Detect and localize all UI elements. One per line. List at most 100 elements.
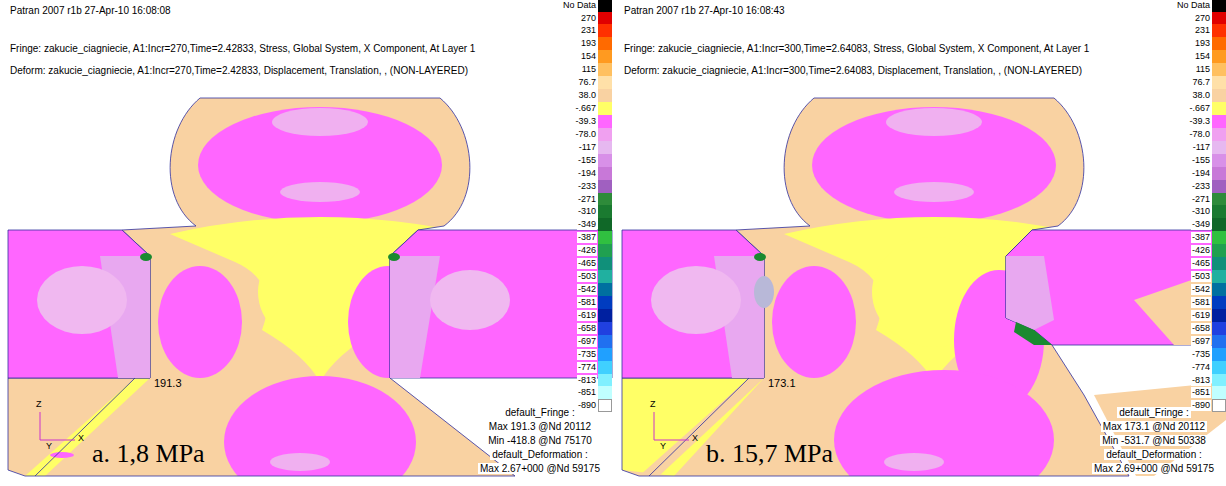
legend-swatch [1212,218,1226,231]
legend-swatch [1212,309,1226,322]
legend-value: -813 [577,375,597,386]
legend-swatch [1212,89,1226,102]
result-summary: Max 191.3 @Nd 20112 [487,421,593,432]
legend-swatch [1212,244,1226,257]
legend-value: 193 [1194,38,1211,49]
legend-value: -78.0 [574,129,597,140]
legend-swatch [598,257,612,270]
caption: b. 15,7 MPa [706,440,833,469]
header-text: Deform: zakucie_ciagniecie, A1:Incr=270,… [10,65,468,76]
axis-label: X [692,434,698,444]
axis-label: X [78,434,84,444]
legend-swatch [1212,399,1226,412]
legend-value: -310 [1191,206,1211,217]
legend-value: -774 [577,362,597,373]
legend-value: 154 [1194,51,1211,62]
legend-swatch [598,24,612,37]
legend-value: -735 [1191,349,1211,360]
result-summary: default_Fringe : [503,407,577,418]
legend-swatch [598,335,612,348]
legend-swatch [1212,386,1226,399]
legend-value: -581 [577,297,597,308]
legend-swatch [1212,63,1226,76]
legend-value: 270 [580,13,597,24]
legend-value: -542 [1191,284,1211,295]
legend-value: -774 [1191,362,1211,373]
legend-swatch [598,399,612,412]
result-summary: default_Fringe : [1117,407,1191,418]
header-text: Patran 2007 r1b 27-Apr-10 16:08:43 [624,5,785,16]
legend-swatch [598,309,612,322]
legend-value: -851 [1191,387,1211,398]
legend-swatch [1212,257,1226,270]
legend-value: -697 [577,336,597,347]
legend-swatch [598,102,612,115]
legend-swatch [1212,231,1226,244]
legend-value: 115 [581,64,597,75]
legend-value: -155 [1191,155,1211,166]
legend-swatch [1212,102,1226,115]
legend-value: -194 [1191,168,1211,179]
legend-value: 231 [1194,25,1211,36]
legend-swatch [1212,361,1226,374]
legend-swatch [1212,76,1226,89]
legend-swatch [1212,12,1226,25]
legend-value: -387 [1191,232,1211,243]
legend-swatch [1212,335,1226,348]
legend-value: -658 [577,323,597,334]
legend-swatch [1212,167,1226,180]
legend-swatch [1212,270,1226,283]
result-summary: default_Deformation : [1104,449,1204,460]
legend-value: 38.0 [577,90,597,101]
legend-value: -349 [577,219,597,230]
legend-swatch [598,154,612,167]
legend-swatch [598,283,612,296]
axis-label: Y [660,442,666,452]
legend-value: -503 [577,271,597,282]
legend-value: -155 [577,155,597,166]
legend-swatch [598,231,612,244]
legend-value: No Data [1176,0,1211,11]
legend-value: -658 [1191,323,1211,334]
legend-value: 76.7 [577,77,597,88]
legend-swatch [1212,0,1226,12]
axis-label: Y [46,442,52,452]
legend-value: -581 [1191,297,1211,308]
legend-value: -117 [1192,142,1211,153]
result-summary: Max 173.1 @Nd 20112 [1101,421,1207,432]
legend-swatch [598,167,612,180]
legend-swatch [1212,322,1226,335]
legend-swatch [598,0,612,12]
legend-swatch [598,244,612,257]
legend-value: -542 [577,284,597,295]
result-summary: Min -418.8 @Nd 75170 [486,435,594,446]
legend-value: 193 [580,38,597,49]
legend-swatch [598,386,612,399]
legend-swatch [598,374,612,387]
header-text: Patran 2007 r1b 27-Apr-10 16:08:08 [10,5,171,16]
caption: a. 1,8 MPa [92,440,205,469]
legend-swatch [1212,205,1226,218]
legend-swatch [598,205,612,218]
legend-swatch [598,193,612,206]
legend-value: -271 [1191,194,1211,205]
legend-value: -503 [1191,271,1211,282]
legend-value: -78.0 [1188,129,1211,140]
legend-value: -426 [1191,245,1211,256]
legend-value: -890 [577,400,597,411]
legend-swatch [598,115,612,128]
legend-value: -813 [1191,375,1211,386]
legend-swatch [598,50,612,63]
legend-swatch [598,361,612,374]
legend-value: 154 [580,51,597,62]
stress-value: 173.1 [768,377,796,389]
header-text: Fringe: zakucie_ciagniecie, A1:Incr=300,… [624,43,1089,54]
legend-value: -890 [1191,400,1211,411]
legend-value: -39.3 [574,116,597,127]
legend-value: -310 [577,206,597,217]
legend-swatch [1212,180,1226,193]
legend-value: -.667 [1188,103,1211,114]
legend-swatch [598,128,612,141]
legend-value: -387 [577,232,597,243]
legend-value: -117 [578,142,597,153]
